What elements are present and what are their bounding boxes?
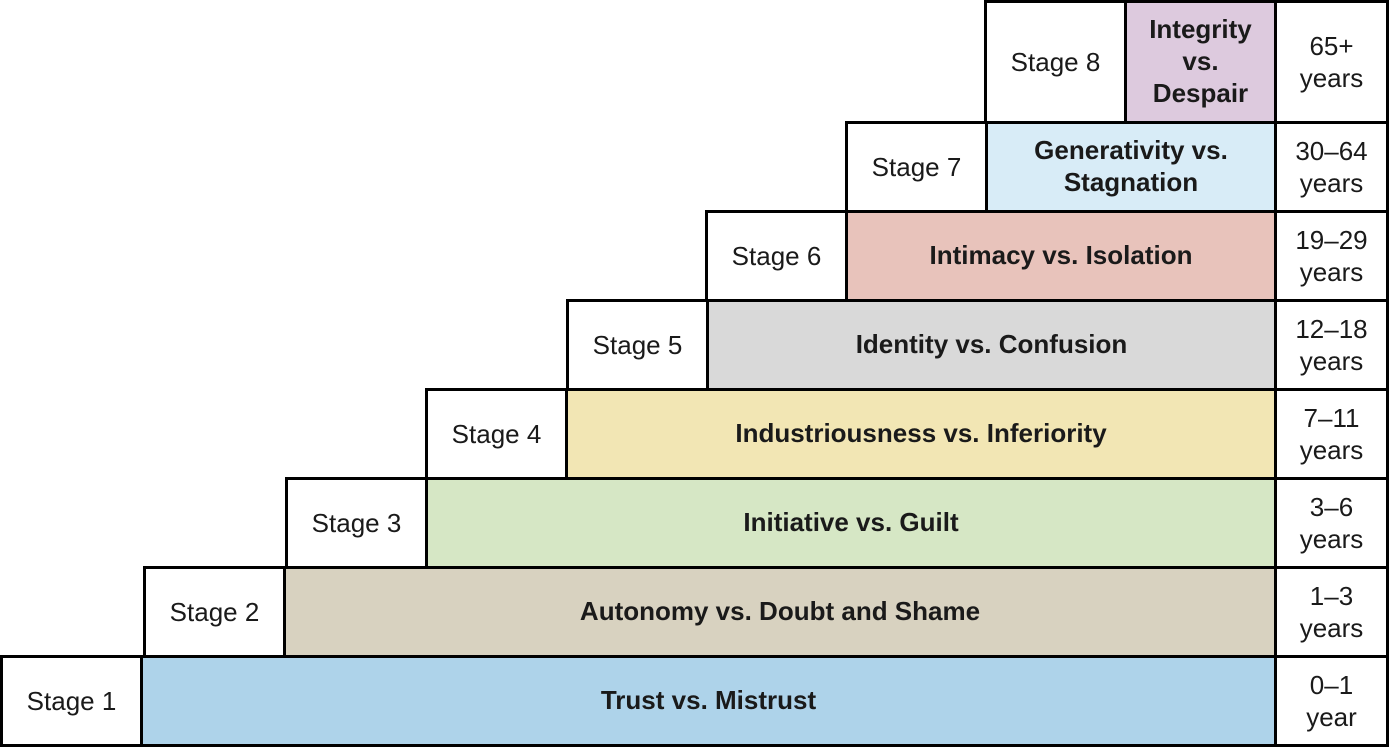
row-spacer	[0, 210, 705, 302]
stage-conflict: Trust vs. Mistrust	[140, 655, 1277, 747]
stage-label: Stage 6	[705, 210, 848, 302]
stage-conflict: Initiative vs. Guilt	[425, 477, 1277, 569]
stage-age: 65+ years	[1274, 0, 1389, 124]
row-spacer	[0, 477, 285, 569]
stage-conflict: Autonomy vs. Doubt and Shame	[283, 566, 1277, 658]
row-spacer	[0, 388, 425, 480]
stage-conflict: Intimacy vs. Isolation	[845, 210, 1277, 302]
stage-age: 12–18 years	[1274, 299, 1389, 391]
row-spacer	[0, 299, 566, 391]
stage-label: Stage 5	[566, 299, 709, 391]
stage-row-6: Stage 6 Intimacy vs. Isolation 19–29 yea…	[0, 210, 1389, 302]
stage-age: 7–11 years	[1274, 388, 1389, 480]
stage-conflict: Generativity vs. Stagnation	[985, 121, 1277, 213]
stage-label: Stage 7	[845, 121, 988, 213]
stage-row-4: Stage 4 Industriousness vs. Inferiority …	[0, 388, 1389, 480]
stage-age: 30–64 years	[1274, 121, 1389, 213]
stage-row-5: Stage 5 Identity vs. Confusion 12–18 yea…	[0, 299, 1389, 391]
row-spacer	[0, 566, 143, 658]
stage-conflict: Identity vs. Confusion	[706, 299, 1277, 391]
stage-age: 0–1 year	[1274, 655, 1389, 747]
stage-row-2: Stage 2 Autonomy vs. Doubt and Shame 1–3…	[0, 566, 1389, 658]
stage-label: Stage 1	[0, 655, 143, 747]
stage-conflict: Integrity vs. Despair	[1124, 0, 1277, 124]
stage-age: 1–3 years	[1274, 566, 1389, 658]
stage-label: Stage 2	[143, 566, 286, 658]
stage-row-3: Stage 3 Initiative vs. Guilt 3–6 years	[0, 477, 1389, 569]
stage-label: Stage 4	[425, 388, 568, 480]
stage-age: 3–6 years	[1274, 477, 1389, 569]
stage-row-1: Stage 1 Trust vs. Mistrust 0–1 year	[0, 655, 1389, 747]
stage-conflict: Industriousness vs. Inferiority	[565, 388, 1277, 480]
row-spacer	[0, 0, 984, 124]
stage-age: 19–29 years	[1274, 210, 1389, 302]
stage-row-8: Stage 8 Integrity vs. Despair 65+ years	[0, 0, 1389, 124]
row-spacer	[0, 121, 845, 213]
stage-row-7: Stage 7 Generativity vs. Stagnation 30–6…	[0, 121, 1389, 213]
stage-label: Stage 3	[285, 477, 428, 569]
stage-label: Stage 8	[984, 0, 1127, 124]
